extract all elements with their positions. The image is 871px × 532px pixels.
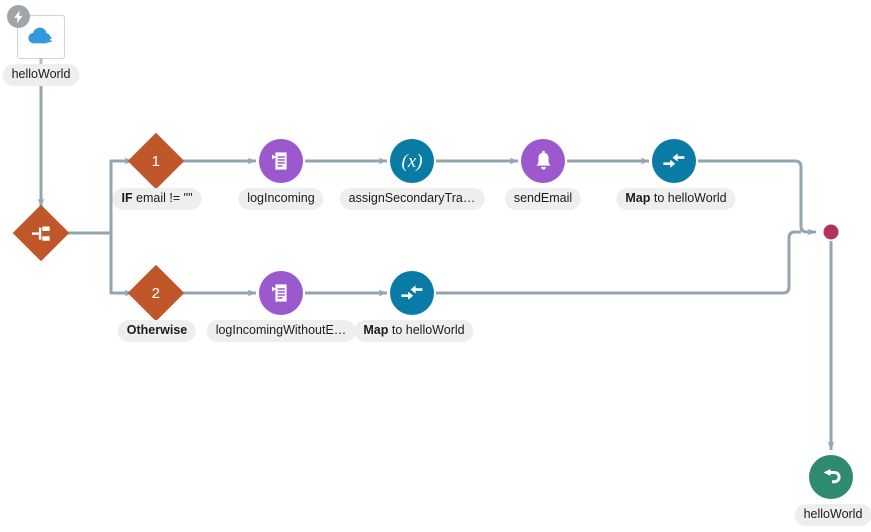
start-card[interactable] — [7, 5, 65, 68]
sendEmail-circle[interactable] — [521, 139, 565, 183]
map-arrows-icon — [400, 283, 424, 303]
condition-number-2: 2 — [151, 284, 161, 302]
condition-node-1[interactable]: 1 — [127, 132, 185, 190]
branch-diamond[interactable] — [12, 204, 70, 262]
map-to-helloworld-1-circle[interactable] — [652, 139, 696, 183]
branch-split-icon — [31, 225, 51, 242]
condition-diamond-2[interactable]: 2 — [127, 264, 185, 322]
action-node-logIncoming[interactable] — [259, 139, 303, 183]
condition-label-2: Otherwise — [117, 320, 197, 342]
logIncoming-circle[interactable] — [259, 139, 303, 183]
start-card-stand — [39, 58, 43, 65]
assignSecondaryTransaction-circle[interactable]: (x) — [390, 139, 434, 183]
condition-label-1-expression: email != "" — [132, 191, 193, 205]
map-to-helloworld-2-label: Map to helloWorld — [354, 320, 474, 342]
lightning-bolt-icon — [7, 5, 30, 28]
condition-diamond-1[interactable]: 1 — [127, 132, 185, 190]
branch-split-node[interactable] — [12, 204, 70, 262]
logIncomingWithoutEmail-circle[interactable] — [259, 271, 303, 315]
map-arrows-icon — [662, 151, 686, 171]
action-node-assignSecondaryTransaction[interactable]: (x) — [390, 139, 434, 183]
map-to-helloworld-2-circle[interactable] — [390, 271, 434, 315]
sendEmail-label: sendEmail — [504, 188, 582, 210]
end-circle[interactable] — [809, 455, 853, 499]
end-node-helloWorld[interactable] — [809, 455, 853, 499]
map-to-helloworld-1-label: Map to helloWorld — [616, 188, 736, 210]
condition-number-1: 1 — [151, 152, 161, 170]
condition-label-1: IF email != "" — [112, 188, 202, 210]
condition-node-2[interactable]: 2 — [127, 264, 185, 322]
map-to-helloworld-2-label-prefix: Map — [363, 323, 389, 337]
log-document-icon — [270, 282, 292, 304]
start-node-helloWorld[interactable] — [7, 5, 65, 68]
action-node-map-to-helloworld-2[interactable] — [390, 271, 434, 315]
action-node-map-to-helloworld-1[interactable] — [652, 139, 696, 183]
action-node-sendEmail[interactable] — [521, 139, 565, 183]
map-to-helloworld-2-label-rest: to helloWorld — [388, 323, 465, 337]
logIncomingWithoutEmail-label: logIncomingWithoutE… — [206, 320, 356, 342]
condition-label-1-keyword: IF — [121, 191, 133, 205]
end-node-label: helloWorld — [794, 504, 871, 526]
branch-merge-point[interactable] — [823, 224, 839, 240]
log-document-icon — [270, 150, 292, 172]
bell-icon — [533, 150, 554, 172]
start-node-label: helloWorld — [2, 64, 80, 86]
merge-dot[interactable] — [823, 224, 839, 240]
cloud-connector-icon — [26, 25, 56, 49]
assignSecondaryTransaction-label: assignSecondaryTra… — [339, 188, 485, 210]
return-arrow-icon — [819, 466, 843, 488]
logIncoming-label: logIncoming — [238, 188, 324, 210]
map-to-helloworld-1-label-rest: to helloWorld — [650, 191, 727, 205]
action-node-logIncomingWithoutEmail[interactable] — [259, 271, 303, 315]
variable-x-icon: (x) — [401, 150, 423, 172]
map-to-helloworld-1-label-prefix: Map — [625, 191, 651, 205]
